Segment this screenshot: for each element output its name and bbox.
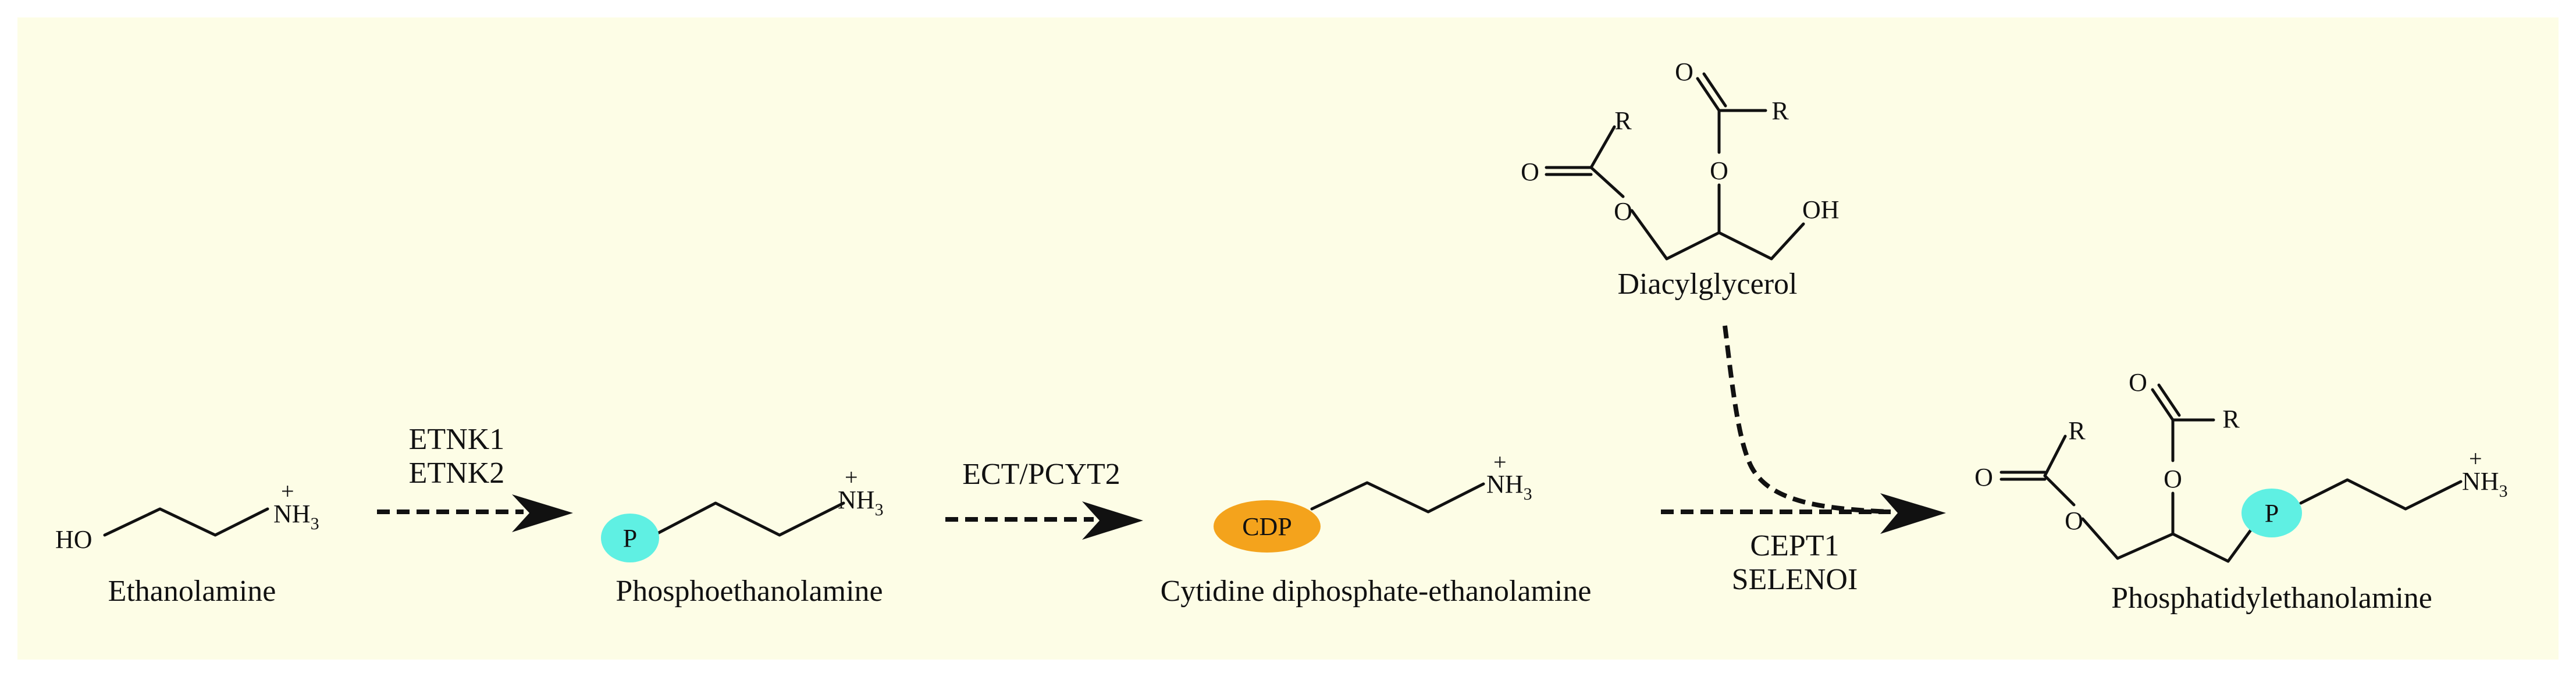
positive-charge: +	[1493, 449, 1507, 475]
hydroxyl-label: OH	[1802, 195, 1840, 224]
ester-oxygen: O	[1614, 197, 1632, 226]
carbonyl-oxygen: O	[1675, 58, 1693, 86]
amine-nitrogen: NH3	[838, 486, 884, 519]
hydroxyl-label: HO	[55, 525, 92, 554]
amine-nitrogen: NH3	[273, 500, 319, 533]
r-group: R	[1771, 97, 1789, 125]
positive-charge: +	[845, 464, 858, 490]
phosphoethanolamine-label: Phosphoethanolamine	[615, 575, 883, 608]
enzyme-selenoi: SELENOI	[1732, 563, 1858, 596]
carbonyl-oxygen: O	[1521, 158, 1539, 186]
ester-oxygen: O	[2164, 465, 2182, 493]
cdp-ethanolamine-label: Cytidine diphosphate-ethanolamine	[1161, 575, 1592, 608]
ethanolamine-structure: HO NH3 + Ethanolamine	[55, 478, 319, 608]
phosphatidylethanolamine-label: Phosphatidylethanolamine	[2111, 582, 2432, 615]
diacylglycerol-label: Diacylglycerol	[1618, 268, 1798, 301]
amine-nitrogen: NH3	[1486, 470, 1532, 504]
phosphate-group	[2241, 489, 2302, 537]
r-group: R	[1614, 106, 1632, 135]
phosphate-group	[601, 514, 659, 562]
cdp-ethanolamine-structure: CDP NH3 + Cytidine diphosphate-ethanolam…	[1161, 449, 1592, 608]
ester-oxygen: O	[1710, 156, 1728, 185]
r-group: R	[2068, 416, 2086, 445]
cdp-group	[1214, 500, 1321, 553]
carbonyl-oxygen: O	[1974, 463, 1993, 491]
diagram-background	[17, 17, 2559, 660]
phosphoethanolamine-structure: P NH3 + Phosphoethanolamine	[601, 464, 884, 608]
enzyme-ect-pcyt2: ECT/PCYT2	[962, 458, 1120, 491]
enzyme-etnk1: ETNK1	[409, 423, 505, 456]
reaction-arrow-1	[377, 494, 573, 532]
reaction-arrow-2	[945, 501, 1143, 540]
carbonyl-oxygen: O	[2129, 368, 2147, 397]
positive-charge: +	[281, 478, 294, 504]
phosphate-label: P	[623, 524, 637, 553]
enzyme-etnk2: ETNK2	[409, 457, 505, 490]
ester-oxygen: O	[2065, 507, 2083, 535]
enzyme-cept1: CEPT1	[1750, 529, 1839, 562]
ethanolamine-label: Ethanolamine	[108, 575, 276, 608]
r-group: R	[2222, 405, 2240, 433]
reaction-arrow-3	[1661, 325, 1946, 534]
amine-nitrogen: NH3	[2462, 467, 2508, 501]
diacylglycerol-structure: O O R O O R OH Diacylglycerol	[1521, 58, 1839, 301]
phosphatidylethanolamine-structure: P O O R O O R NH3 + Phosphatidylethanola…	[1974, 368, 2507, 615]
cdp-label: CDP	[1242, 512, 1292, 541]
phosphate-label: P	[2265, 499, 2279, 528]
positive-charge: +	[2469, 446, 2482, 472]
